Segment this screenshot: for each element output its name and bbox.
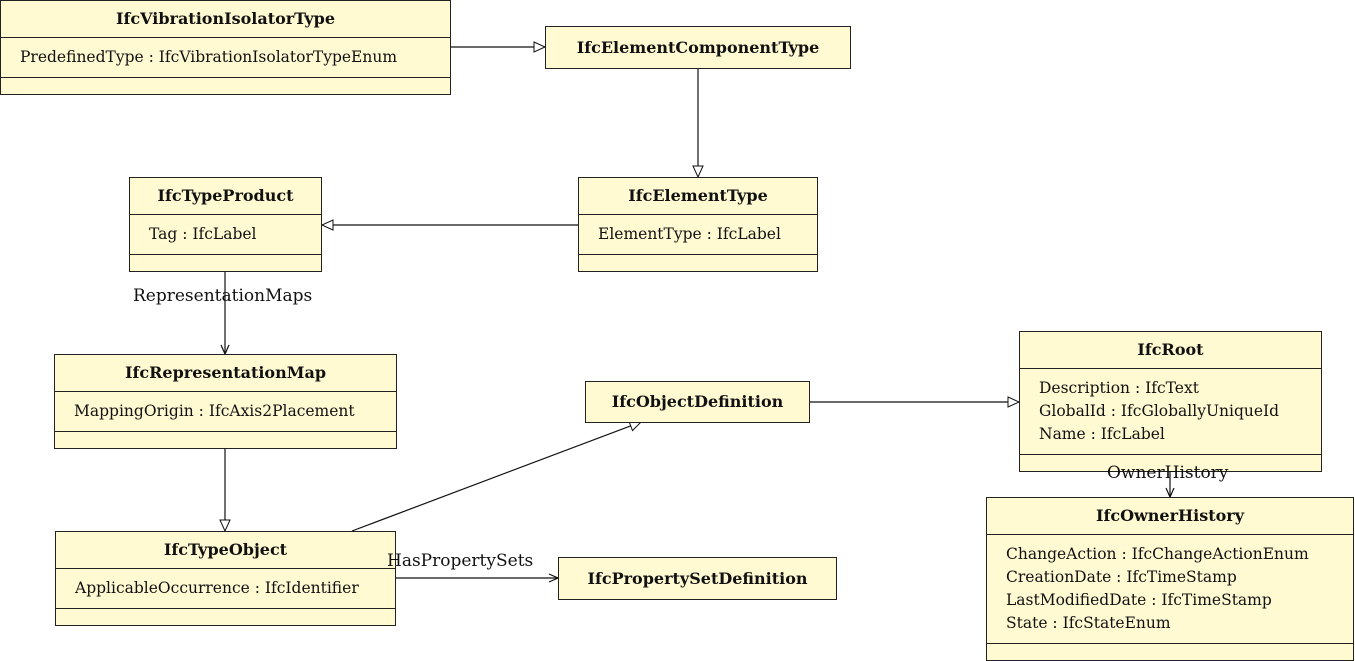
- class-name: IfcElementComponentType: [576, 37, 820, 57]
- attribute: ElementType : IfcLabel: [598, 225, 781, 243]
- class-attributes: Description : IfcText GlobalId : IfcGlob…: [1020, 368, 1321, 454]
- class-attributes: ApplicableOccurrence : IfcIdentifier: [56, 568, 395, 608]
- class-ifc-type-product: IfcTypeProduct Tag : IfcLabel: [129, 177, 322, 272]
- class-name: IfcRoot: [1137, 340, 1204, 359]
- class-attributes: MappingOrigin : IfcAxis2Placement: [55, 391, 396, 431]
- class-operations: [55, 431, 396, 448]
- class-ifc-representation-map: IfcRepresentationMap MappingOrigin : Ifc…: [54, 354, 397, 449]
- attribute: Tag : IfcLabel: [149, 225, 257, 243]
- class-operations: [987, 643, 1353, 660]
- class-attributes: Tag : IfcLabel: [130, 214, 321, 254]
- class-ifc-type-object: IfcTypeObject ApplicableOccurrence : Ifc…: [55, 531, 396, 626]
- class-name: IfcTypeObject: [163, 540, 288, 559]
- class-attributes: PredefinedType : IfcVibrationIsolatorTyp…: [1, 37, 450, 77]
- class-ifc-vibration-isolator-type: IfcVibrationIsolatorType PredefinedType …: [0, 0, 451, 95]
- class-name: IfcOwnerHistory: [1095, 506, 1245, 525]
- attribute: PredefinedType : IfcVibrationIsolatorTyp…: [20, 48, 398, 66]
- class-ifc-element-component-type: IfcElementComponentType: [545, 26, 851, 69]
- class-operations: [1020, 454, 1321, 471]
- attribute: MappingOrigin : IfcAxis2Placement: [74, 402, 355, 420]
- class-name: IfcObjectDefinition: [611, 392, 784, 411]
- class-ifc-owner-history: IfcOwnerHistory ChangeAction : IfcChange…: [986, 497, 1354, 661]
- attribute: ApplicableOccurrence : IfcIdentifier: [75, 579, 359, 597]
- attribute: ChangeAction : IfcChangeActionEnum: [1006, 545, 1309, 563]
- class-ifc-object-definition: IfcObjectDefinition: [585, 381, 810, 423]
- class-operations: [56, 608, 395, 625]
- class-attributes: ElementType : IfcLabel: [579, 214, 817, 254]
- attribute: LastModifiedDate : IfcTimeStamp: [1006, 591, 1272, 609]
- class-ifc-element-type: IfcElementType ElementType : IfcLabel: [578, 177, 818, 272]
- attribute: CreationDate : IfcTimeStamp: [1006, 568, 1237, 586]
- class-name: IfcElementType: [628, 186, 768, 205]
- class-name: IfcVibrationIsolatorType: [116, 9, 335, 28]
- class-operations: [1, 77, 450, 94]
- class-name: IfcRepresentationMap: [125, 363, 326, 382]
- association-label-has-property-sets: HasPropertySets: [387, 551, 534, 571]
- class-ifc-root: IfcRoot Description : IfcText GlobalId :…: [1019, 331, 1322, 472]
- attribute: State : IfcStateEnum: [1006, 614, 1171, 632]
- class-name: IfcTypeProduct: [157, 186, 294, 205]
- association-label-owner-history: OwnerHistory: [1107, 463, 1229, 483]
- attribute: GlobalId : IfcGloballyUniqueId: [1039, 402, 1280, 420]
- attribute: Name : IfcLabel: [1039, 425, 1165, 443]
- class-ifc-property-set-definition: IfcPropertySetDefinition: [558, 557, 837, 600]
- class-name: IfcPropertySetDefinition: [587, 568, 808, 588]
- class-operations: [579, 254, 817, 271]
- attribute: Description : IfcText: [1039, 379, 1199, 397]
- class-attributes: ChangeAction : IfcChangeActionEnum Creat…: [987, 534, 1353, 643]
- class-operations: [130, 254, 321, 271]
- generalization-type-object-to-object-definition: [351, 420, 643, 532]
- association-label-representation-maps: RepresentationMaps: [133, 286, 313, 306]
